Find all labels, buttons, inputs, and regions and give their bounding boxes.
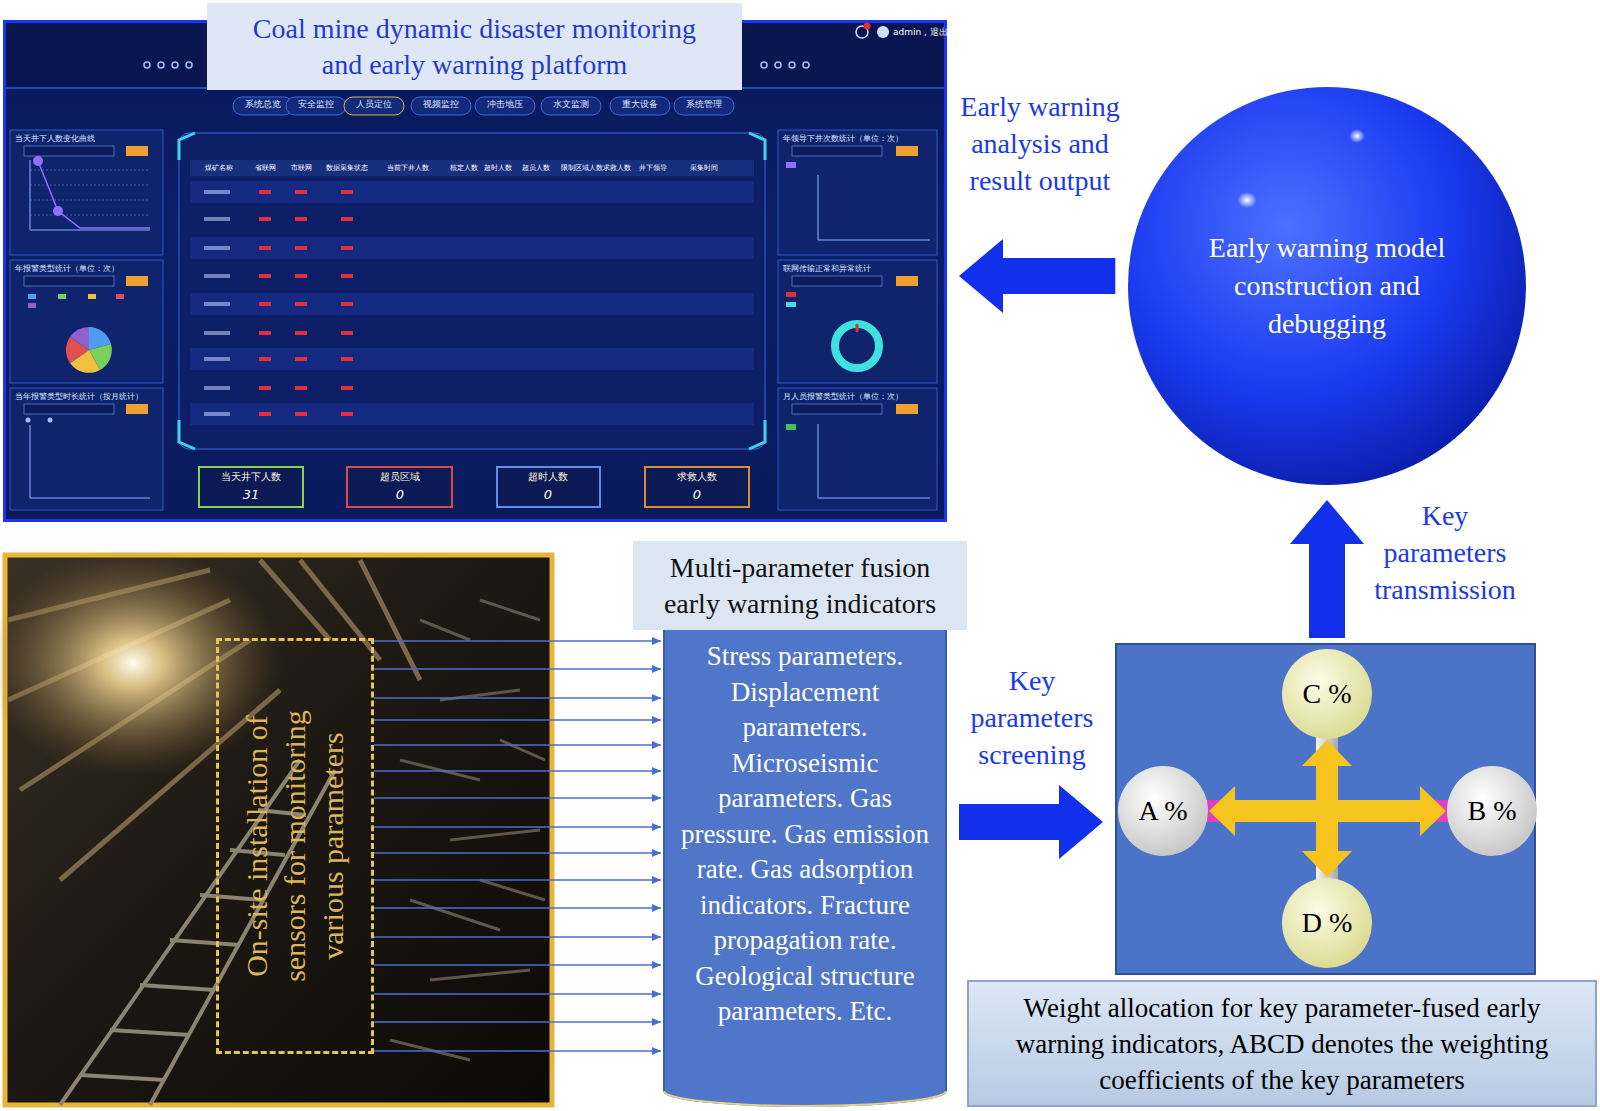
table-header: 采集时间 (682, 163, 726, 174)
stat-title: 超员区域 (350, 470, 450, 484)
table-header: 煤矿名称 (197, 163, 241, 174)
rock-wall (390, 600, 545, 1060)
edge-label: Early warning analysis and result output (945, 88, 1135, 199)
sensor-link (374, 826, 661, 828)
weight-ball: D % (1281, 877, 1373, 969)
panel-title: 联网传输正常和异常统计 (783, 263, 933, 275)
sensor-box: On-site installation of sensors for moni… (216, 638, 374, 1054)
weight-bars (1163, 694, 1492, 923)
stat-value: 0 (350, 486, 450, 503)
table-header: 核定人数 (442, 163, 486, 174)
stat-title: 求救人数 (647, 470, 747, 484)
nav-tab: 重大设备 (610, 98, 670, 111)
sensor-link (374, 852, 661, 854)
table-header: 数据采集状态 (325, 163, 369, 174)
nav-tab: 系统总览 (233, 98, 293, 111)
sensor-link (374, 964, 661, 966)
sensor-link (374, 879, 661, 881)
table-header: 求救人数 (595, 163, 639, 174)
table-header: 超时人数 (476, 163, 520, 174)
weight-label: D % (1281, 877, 1373, 969)
nav-tab: 系统管理 (674, 98, 734, 111)
weight-caption: Weight allocation for key parameter-fuse… (967, 980, 1597, 1107)
sensor-link (374, 770, 661, 772)
user-menu: admin , 退出 (893, 26, 943, 39)
panel-title: 月人员报警类型统计（单位：次） (783, 391, 933, 403)
model-label: Early warning model construction and deb… (1127, 86, 1527, 486)
sensor-link (374, 640, 661, 642)
cylinder-rim (664, 1091, 946, 1106)
table-header: 市联网 (279, 163, 323, 174)
sphere-highlight (1237, 192, 1257, 208)
sensor-link (374, 744, 661, 746)
sensor-label: On-site installation of sensors for moni… (216, 681, 374, 1011)
ball-shape (1282, 878, 1372, 968)
sphere-shape (1128, 87, 1526, 485)
sensor-link (374, 1050, 661, 1052)
sensor-link (374, 668, 661, 670)
weight-label: B % (1446, 765, 1538, 857)
panel-title: 当年报警类型时长统计（按月统计） (15, 391, 160, 403)
edge-label: Key parameters screening (957, 662, 1107, 773)
model-sphere: Early warning model construction and deb… (1127, 86, 1527, 486)
nav-tab: 水文监测 (541, 98, 601, 111)
nav-tab: 安全监控 (286, 98, 346, 111)
cylinder-heading: Multi-parameter fusion early warning ind… (633, 541, 967, 630)
table-header: 限制区域人数 (560, 163, 604, 174)
sphere-highlight (1349, 129, 1365, 143)
weight-arrow (1302, 740, 1352, 877)
sensor-link (374, 1021, 661, 1023)
stat-value: 31 (201, 486, 301, 503)
sensor-link (374, 797, 661, 799)
panel-title: 当天井下人数变化曲线 (15, 133, 160, 145)
sensor-link (374, 936, 661, 938)
weight-arrow (1209, 786, 1446, 836)
indicator-list: Stress parameters. Displacement paramete… (663, 639, 947, 1030)
dashboard-screenshot (6, 23, 944, 511)
panel-title: 年报警类型统计（单位：次） (15, 263, 160, 275)
nav-tab: 冲击地压 (475, 98, 535, 111)
stat-title: 超时人数 (498, 470, 598, 484)
table-header: 井下领导 (631, 163, 675, 174)
flow-arrow (1290, 500, 1364, 638)
sensor-link (374, 697, 661, 699)
nav-tab: 视频监控 (411, 98, 471, 111)
weight-label: A % (1117, 765, 1209, 857)
table-header: 当前下井人数 (386, 163, 430, 174)
flow-arrow (959, 239, 1115, 313)
indicator-cylinder: Multi-parameter fusion early warning ind… (663, 541, 947, 1107)
stat-title: 当天井下人数 (201, 470, 301, 484)
ball-shape (1118, 766, 1208, 856)
sensor-link (374, 719, 661, 721)
ball-shape (1282, 649, 1372, 739)
sensor-link (374, 907, 661, 909)
edge-label: Key parameters transmission (1365, 497, 1525, 608)
flow-arrow (959, 785, 1103, 859)
weight-ball: C % (1281, 648, 1373, 740)
sensor-link (374, 993, 661, 995)
platform-title: Coal mine dynamic disaster monitoring an… (207, 3, 742, 90)
weight-box: Weight allocation for key parameter-fuse… (1115, 643, 1536, 975)
table-header: 超员人数 (514, 163, 558, 174)
weight-ball: A % (1117, 765, 1209, 857)
stat-value: 0 (498, 486, 598, 503)
nav-tab: 人员定位 (344, 98, 404, 111)
weight-label: C % (1281, 648, 1373, 740)
table-header: 省联网 (243, 163, 287, 174)
ball-shape (1447, 766, 1537, 856)
weight-ball: B % (1446, 765, 1538, 857)
stat-value: 0 (647, 486, 747, 503)
panel-title: 年领导下井次数统计（单位：次） (783, 133, 933, 145)
